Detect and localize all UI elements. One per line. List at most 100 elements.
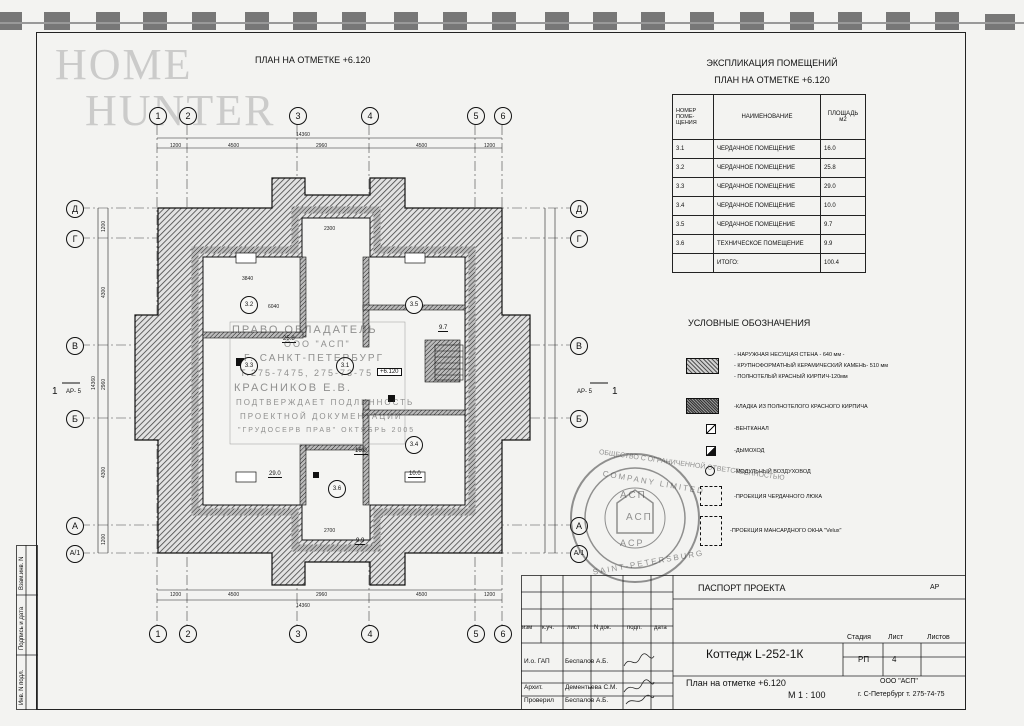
expl-head-name: НАИМЕНОВАНИЕ	[713, 94, 821, 140]
axis-bubble-right-v: В	[570, 337, 588, 355]
expl-cell-name: ЧЕРДАЧНОЕ ПОМЕЩЕНИЕ	[713, 158, 821, 178]
area-tag-29-0: 29.0	[268, 471, 282, 478]
area-tag-16-0: 16.0	[354, 448, 368, 455]
stamp-line-7: ПРОЕКТНОЙ ДОКУМЕНТАЦИИ	[240, 412, 403, 421]
room-number-3-4: 3.4	[405, 436, 423, 454]
dim-top-4: 4500	[416, 143, 428, 149]
seal-center-text-3: ACP	[620, 538, 645, 548]
dim-left-1: 1200	[101, 220, 107, 232]
dim-bottom-3: 2960	[316, 592, 328, 598]
plan-title: ПЛАН НА ОТМЕТКЕ +6.120	[255, 55, 371, 65]
seal-center-text: АСП	[620, 490, 647, 501]
room-number-3-1: 3.1	[336, 357, 354, 375]
tb-sheet: 4	[892, 655, 897, 664]
axis-bubble-bottom-6: 6	[494, 625, 512, 643]
expl-cell-num: 3.4	[672, 196, 714, 216]
legend-item-vent: -ВЕНТКАНАЛ	[734, 426, 769, 432]
seal-center-text-2: АСП	[626, 512, 653, 523]
expl-head-area: ПЛОЩАДЬ м2	[820, 94, 866, 140]
dim-top-3: 2960	[316, 143, 328, 149]
watermark-logo: HOME HUNTER	[55, 42, 275, 134]
axis-bubble-right-d: Д	[570, 200, 588, 218]
tb-col-data: дата	[654, 625, 667, 631]
axis-bubble-bottom-4: 4	[361, 625, 379, 643]
stamp-line-8: "ГРУДОСЕРВ ПРАВ" ОКТЯБРЬ 2005	[238, 427, 416, 434]
floor-plan-drawing	[62, 125, 608, 630]
area-tag-9-7: 9.7	[438, 325, 449, 332]
vent-channel-icon	[706, 424, 716, 434]
dim-left-4: 4300	[101, 466, 107, 478]
dim-top-2: 4500	[228, 143, 240, 149]
axis-bubble-bottom-5: 5	[467, 625, 485, 643]
axis-bubble-top-3: 3	[289, 107, 307, 125]
room-number-3-5: 3.5	[405, 296, 423, 314]
inner-dim-2: 3840	[242, 276, 254, 282]
expl-cell-area: 10.0	[820, 196, 866, 216]
expl-cell-num: 3.6	[672, 234, 714, 254]
expl-total-label: ИТОГО:	[713, 253, 821, 273]
velux-window-projection-icon	[700, 516, 722, 546]
legend-wall-line-2: - КРУПНОФОРМАТНЫЙ КЕРАМИЧЕСКИЙ КАМЕНЬ- 5…	[734, 363, 889, 369]
tb-org-2: г. С-Петербург т. 275-74-75	[858, 691, 945, 698]
title-block-grid	[521, 575, 966, 710]
tb-project-name: Коттедж L-252-1К	[706, 647, 804, 661]
tb-role-3: Проверил	[524, 697, 554, 704]
stamp-line-5: КРАСНИКОВ Е.В.	[234, 382, 352, 394]
inner-dim-1: 2300	[324, 226, 336, 232]
tb-role-2: Архит.	[524, 684, 543, 691]
stamp-line-4: Т.275-7475, 275-73-75	[240, 368, 374, 378]
expl-cell-name: ТЕХНИЧЕСКОЕ ПОМЕЩЕНИЕ	[713, 234, 821, 254]
expl-cell-num: 3.2	[672, 158, 714, 178]
axis-bubble-right-g: Г	[570, 230, 588, 248]
watermark-line1: HOME	[55, 40, 193, 89]
legend-swatch-brick	[686, 398, 719, 414]
legend-item-hatch: -ПРОЕКЦИЯ ЧЕРДАЧНОГО ЛЮКА	[734, 494, 823, 500]
inner-dim-3: 6040	[268, 304, 280, 310]
stamp-line-6: ПОДТВЕРЖДАЕТ ПОДЛИННОСТЬ	[236, 398, 415, 407]
dim-top-5: 1200	[484, 143, 496, 149]
dim-bottom-2: 4500	[228, 592, 240, 598]
tb-passport: ПАСПОРТ ПРОЕКТА	[698, 583, 786, 593]
axis-bubble-left-v: В	[66, 337, 84, 355]
expl-cell-name: ЧЕРДАЧНОЕ ПОМЕЩЕНИЕ	[713, 177, 821, 197]
axis-bubble-bottom-3: 3	[289, 625, 307, 643]
explication-header-row: НОМЕР ПОМЕ-ЩЕНИЯ НАИМЕНОВАНИЕ ПЛОЩАДЬ м2	[672, 94, 866, 140]
axis-bubble-top-2: 2	[179, 107, 197, 125]
watermark-line2: HUNTER	[85, 88, 275, 134]
side-label-vzam: Взам.инв. N	[19, 556, 25, 590]
inner-dim-5: 2700	[324, 528, 336, 534]
axis-bubble-bottom-2: 2	[179, 625, 197, 643]
dim-left-2: 4300	[101, 286, 107, 298]
tb-col-kuch: к.уч.	[542, 625, 555, 631]
section-code-left: АР- 5	[66, 389, 82, 395]
company-round-seal	[570, 453, 700, 583]
air-duct-icon	[705, 466, 715, 476]
dim-top-1: 1200	[170, 143, 182, 149]
legend-title: УСЛОВНЫЕ ОБОЗНАЧЕНИЯ	[688, 318, 811, 328]
section-code-right: АР- 5	[577, 389, 593, 395]
expl-cell-area: 25.8	[820, 158, 866, 178]
legend-item-brick: -КЛАДКА ИЗ ПОЛНОТЕЛОГО КРАСНОГО КИРПИЧА	[734, 404, 868, 410]
section-mark-right: 1	[612, 386, 618, 397]
axis-bubble-left-g: Г	[66, 230, 84, 248]
side-label-podpis: Подпись и дата	[19, 606, 25, 650]
tb-col-podp: подп.	[627, 625, 642, 631]
dim-left-5: 1200	[101, 533, 107, 545]
area-tag-25-8: 25.8	[282, 336, 296, 343]
axis-bubble-left-a1: А/1	[66, 545, 84, 563]
axis-bubble-left-d: Д	[66, 200, 84, 218]
explication-subtitle: ПЛАН НА ОТМЕТКЕ +6.120	[714, 75, 830, 85]
legend-item-velux: -ПРОЕКЦИЯ МАНСАРДНОГО ОКНА "Velux"	[730, 528, 842, 534]
tb-drawing-name: План на отметке +6.120	[686, 678, 786, 688]
expl-cell-num: 3.5	[672, 215, 714, 235]
tb-code: АР	[930, 584, 940, 591]
room-number-3-6: 3.6	[328, 480, 346, 498]
legend-swatch-outer-wall	[686, 358, 719, 374]
expl-total-value: 100.4	[820, 253, 866, 273]
area-tag-9-9: 9.9	[355, 538, 366, 545]
tb-col-list: лист	[567, 625, 580, 631]
